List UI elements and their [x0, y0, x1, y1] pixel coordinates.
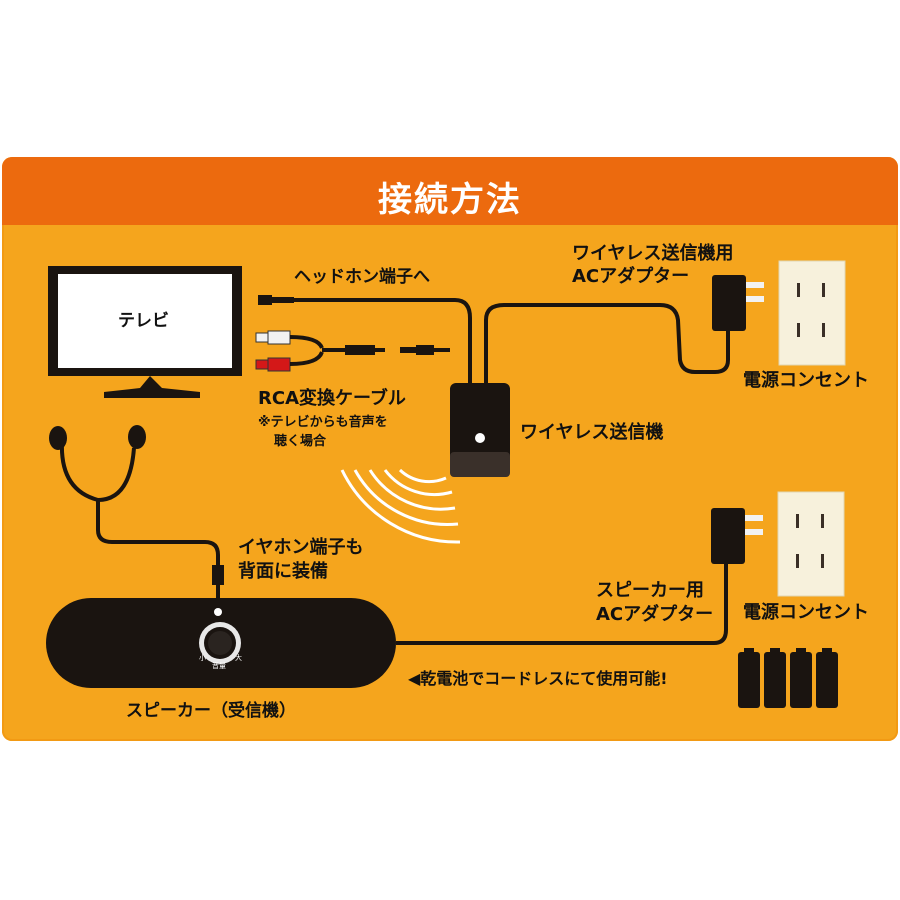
rca-cable-label: RCA変換ケーブル: [258, 388, 406, 409]
earphones-icon: [49, 425, 224, 599]
speaker-cable: [396, 562, 728, 645]
speaker-ac-adapter-icon: [711, 508, 763, 564]
wireless-transmitter: [450, 303, 730, 477]
transmitter-ac-adapter-icon: [712, 275, 764, 331]
rca-note-line2: 聴く場合: [274, 434, 327, 449]
signal-waves-icon: [340, 468, 461, 544]
power-outlet-icon-2: [777, 491, 845, 597]
rca-cable: [255, 330, 450, 372]
outlet-label-1: 電源コンセント: [743, 370, 869, 391]
earphone-label-line1: イヤホン端子も: [238, 537, 364, 558]
earphone-label-line2: 背面に装備: [238, 561, 328, 582]
headphone-cable: [258, 295, 472, 383]
title-banner: [2, 157, 898, 225]
speaker-receiver: [46, 598, 396, 688]
headphone-jack-label: ヘッドホン端子へ: [294, 267, 430, 287]
speaker-led-icon: [214, 608, 222, 616]
tx-adapter-label-line1: ワイヤレス送信機用: [572, 243, 734, 264]
speaker-label: スピーカー（受信機）: [126, 701, 296, 721]
power-led-icon: [475, 433, 485, 443]
tv-icon: [48, 266, 242, 398]
power-outlet-icon-1: [778, 260, 846, 366]
tv-label: テレビ: [118, 311, 169, 331]
transmitter-label: ワイヤレス送信機: [520, 422, 664, 443]
battery-note: ◀乾電池でコードレスにて使用可能!: [408, 669, 668, 688]
rca-note-line1: ※テレビからも音声を: [258, 415, 388, 430]
spk-adapter-label-line1: スピーカー用: [596, 580, 704, 601]
spk-adapter-label-line2: ACアダプター: [596, 604, 714, 625]
knob-volume-label: 音量: [212, 662, 226, 670]
outlet-label-2: 電源コンセント: [743, 602, 869, 623]
batteries-icon: [738, 648, 838, 708]
knob-large-label: 大: [235, 654, 242, 662]
knob-small-label: 小: [199, 654, 206, 662]
page-title: 接続方法: [378, 180, 522, 220]
tx-adapter-label-line2: ACアダプター: [572, 266, 690, 287]
